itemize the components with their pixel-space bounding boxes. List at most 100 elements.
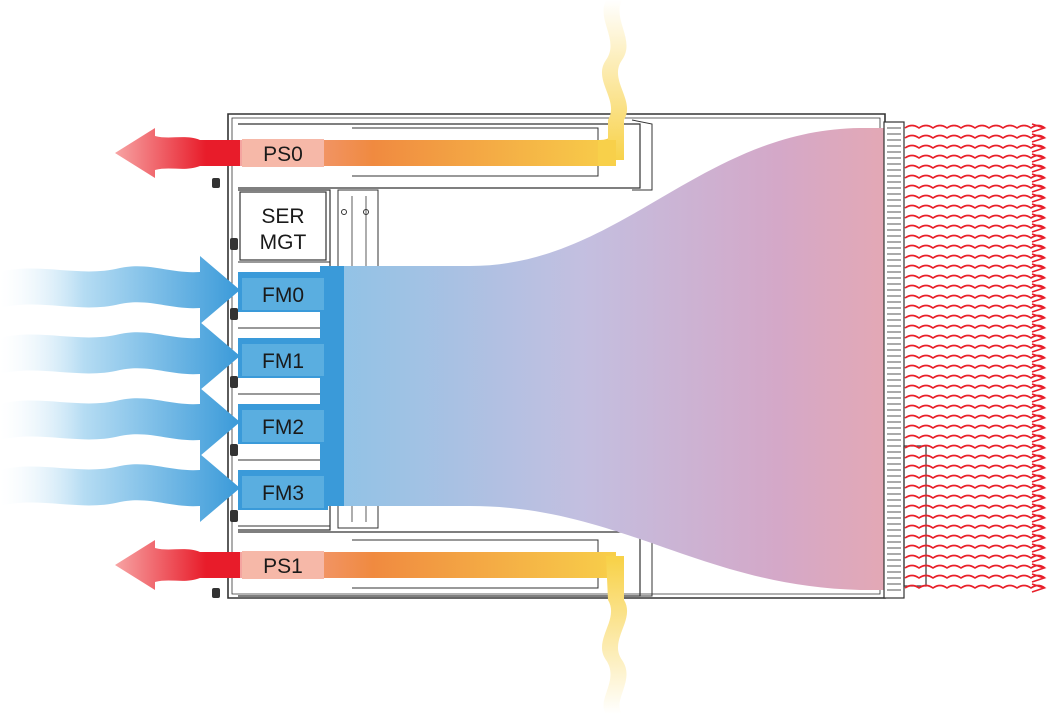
wavy-line-icon xyxy=(904,364,1046,369)
wavy-line-icon xyxy=(904,574,1046,579)
ser-mgt-label-line1: SER xyxy=(261,205,304,228)
exhaust-tip xyxy=(1031,463,1047,473)
exhaust-tip xyxy=(1031,123,1047,133)
exhaust-tip xyxy=(1031,253,1047,263)
exhaust-tip xyxy=(1031,403,1047,413)
exhaust-tip xyxy=(1031,283,1047,293)
chassis xyxy=(227,113,886,599)
exhaust-tip xyxy=(1031,523,1047,533)
wavy-line-icon xyxy=(904,484,1046,489)
exhaust-tip xyxy=(1031,313,1047,323)
wavy-line-icon xyxy=(904,494,1046,499)
wavy-line-icon xyxy=(904,534,1046,539)
exhaust-tip xyxy=(1031,173,1047,183)
wavy-line-icon xyxy=(904,164,1046,169)
wavy-line-icon xyxy=(904,554,1046,559)
ps1-exhaust-arrow xyxy=(115,540,240,590)
main-airflow-plume xyxy=(330,128,890,590)
hot-exhaust-waves xyxy=(904,123,1047,593)
exhaust-tip xyxy=(1031,583,1047,593)
exhaust-tip xyxy=(1031,343,1047,353)
exhaust-tip xyxy=(1031,273,1047,283)
exhaust-tip xyxy=(1031,293,1047,303)
arrow-right-icon xyxy=(0,322,240,390)
ps1-heat-wave xyxy=(601,556,628,714)
arrow-right-icon xyxy=(0,454,240,522)
arrow-left-icon xyxy=(115,128,240,178)
ser-mgt-label-line2: MGT xyxy=(260,231,307,254)
wavy-line-icon xyxy=(904,514,1046,519)
exhaust-tip xyxy=(1031,243,1047,253)
exhaust-tip xyxy=(1031,563,1047,573)
wavy-line-icon xyxy=(904,154,1046,159)
wavy-line-icon xyxy=(904,394,1046,399)
wavy-line-icon xyxy=(904,354,1046,359)
wavy-line-icon xyxy=(904,184,1046,189)
wavy-line-icon xyxy=(904,294,1046,299)
wavy-line-icon xyxy=(904,124,1046,129)
front-connectors xyxy=(212,178,369,598)
wavy-line-icon xyxy=(904,144,1046,149)
exhaust-tip xyxy=(1031,153,1047,163)
wavy-line-icon xyxy=(904,274,1046,279)
fm2-label: FM2 xyxy=(262,416,304,439)
exhaust-tip xyxy=(1031,533,1047,543)
wavy-line-icon xyxy=(904,544,1046,549)
wavy-line-icon xyxy=(904,254,1046,259)
exhaust-tip xyxy=(1031,263,1047,273)
wavy-line-icon xyxy=(904,134,1046,139)
fm3-label: FM3 xyxy=(262,482,304,505)
exhaust-tip xyxy=(1031,333,1047,343)
wavy-line-icon xyxy=(904,464,1046,469)
exhaust-tip xyxy=(1031,373,1047,383)
ps0-latch xyxy=(631,119,653,191)
fm3-label-box xyxy=(242,476,324,508)
fm2-label-box xyxy=(242,410,324,442)
fm0-label: FM0 xyxy=(262,284,304,307)
wavy-line-icon xyxy=(904,564,1046,569)
ps1-bay xyxy=(238,531,641,597)
wavy-line-icon xyxy=(904,344,1046,349)
arrow-right-icon xyxy=(0,256,240,324)
wavy-line-icon xyxy=(904,584,1046,589)
exhaust-tip xyxy=(1031,433,1047,443)
ps0-exhaust-arrow xyxy=(115,128,240,178)
arrow-left-icon xyxy=(115,540,240,590)
wavy-line-icon xyxy=(904,234,1046,239)
wavy-line-icon xyxy=(904,474,1046,479)
wavy-line-icon xyxy=(904,314,1046,319)
ps0-heat-wave xyxy=(601,0,628,160)
wavy-line-icon xyxy=(904,204,1046,209)
exhaust-tip xyxy=(1031,353,1047,363)
exhaust-tip xyxy=(1031,383,1047,393)
exhaust-tip xyxy=(1031,503,1047,513)
ps1-airflow xyxy=(240,552,628,714)
wavy-line-icon xyxy=(904,304,1046,309)
wavy-line-icon xyxy=(904,384,1046,389)
wavy-line-icon xyxy=(904,284,1046,289)
exhaust-tip xyxy=(1031,133,1047,143)
wavy-line-icon xyxy=(904,524,1046,529)
wavy-line-icon xyxy=(904,504,1046,509)
wavy-line-icon xyxy=(904,374,1046,379)
exhaust-tip xyxy=(1031,363,1047,373)
exhaust-tip xyxy=(1031,203,1047,213)
wavy-line-icon xyxy=(904,334,1046,339)
exhaust-tip xyxy=(1031,553,1047,563)
ps0-bay xyxy=(238,123,641,189)
arrow-right-icon xyxy=(0,388,240,456)
exhaust-tip xyxy=(1031,143,1047,153)
ps1-label-box xyxy=(242,551,324,579)
rear-grille xyxy=(883,121,927,599)
wavy-line-icon xyxy=(904,454,1046,459)
chassis-inner-outline xyxy=(231,117,881,595)
wavy-line-icon xyxy=(904,444,1046,449)
ser-mgt-box xyxy=(239,191,327,261)
exhaust-tip xyxy=(1031,393,1047,403)
exhaust-tip xyxy=(1031,413,1047,423)
wavy-line-icon xyxy=(904,194,1046,199)
exhaust-tip xyxy=(1031,483,1047,493)
exhaust-tip xyxy=(1031,183,1047,193)
